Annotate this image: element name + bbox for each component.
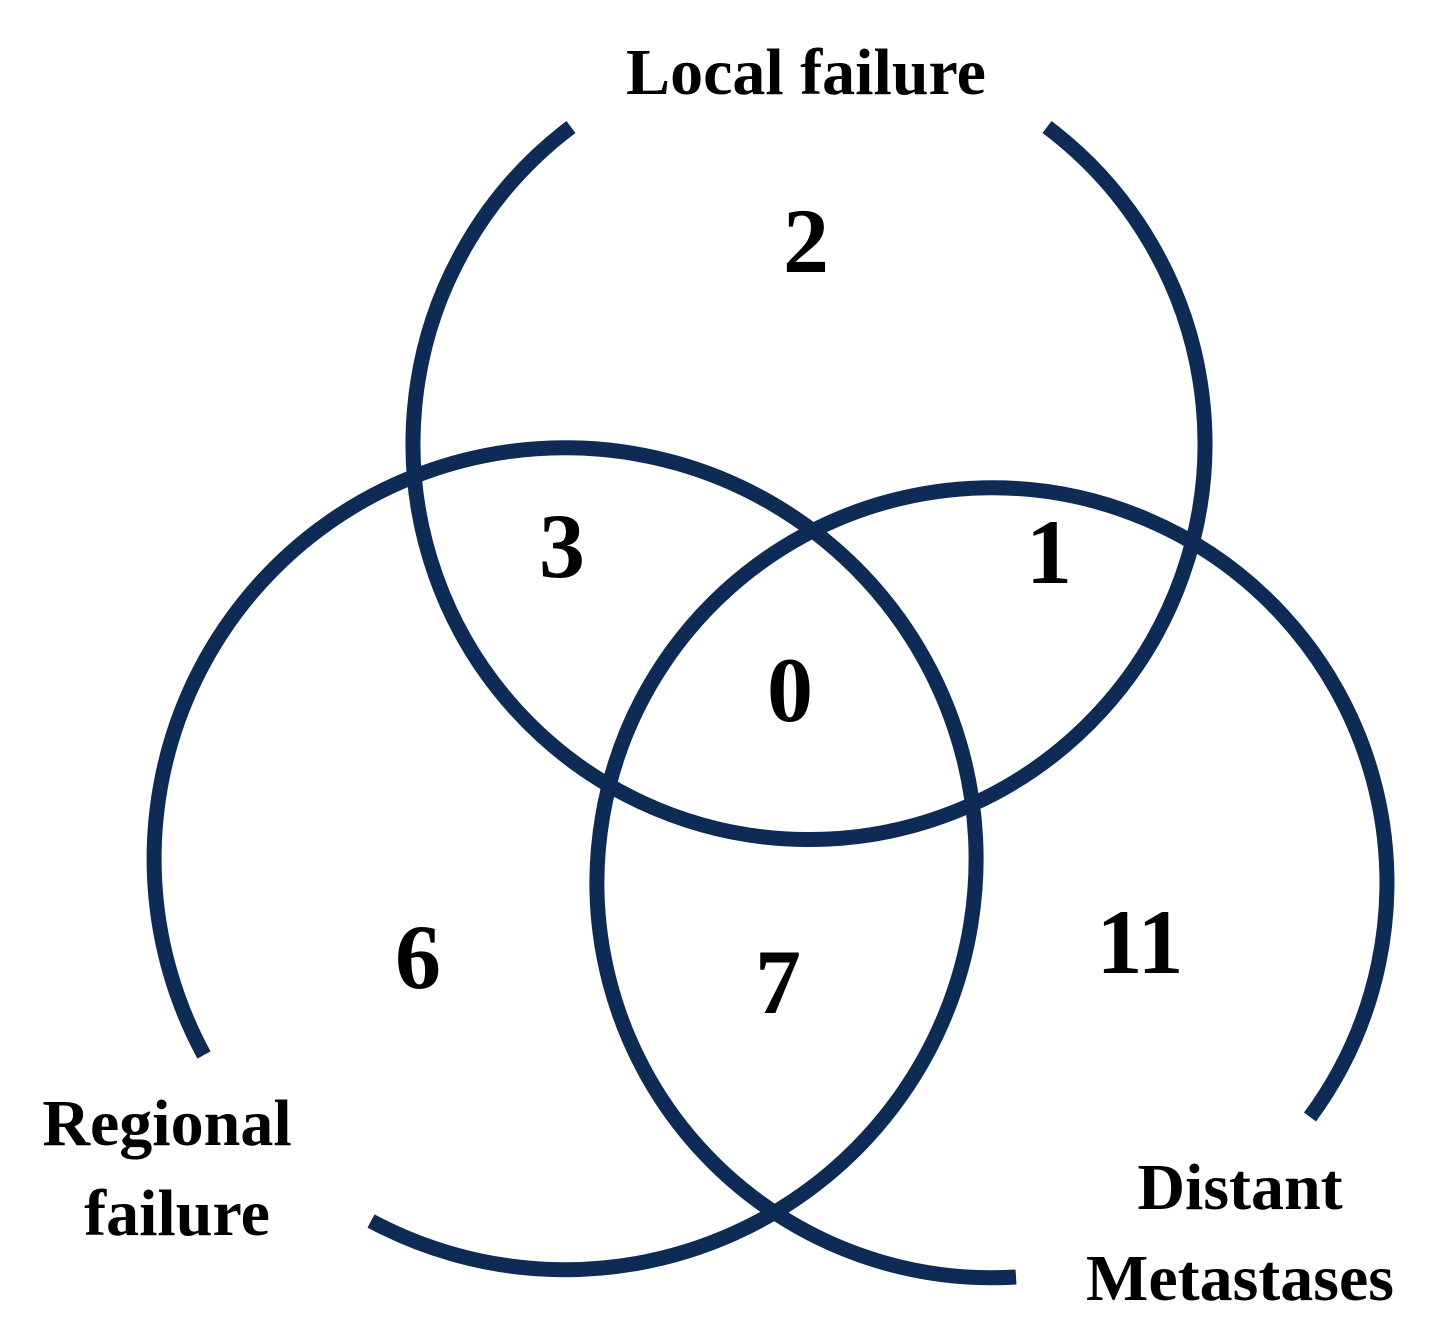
distant-metastases-circle: [589, 480, 1395, 1286]
count-all-three: 0: [767, 639, 813, 741]
distant-metastases-label-line2: Metastases: [1086, 1242, 1394, 1315]
count-distant-only: 11: [1097, 891, 1184, 993]
local-failure-circle: [405, 121, 1213, 847]
count-regional-only: 6: [395, 906, 441, 1008]
count-regional-distant: 7: [755, 931, 801, 1033]
count-local-only: 2: [783, 190, 829, 292]
regional-failure-label-line2: failure: [84, 1177, 270, 1250]
count-local-regional: 3: [539, 495, 585, 597]
distant-metastases-label-line1: Distant: [1137, 1151, 1342, 1224]
regional-failure-circle: [146, 440, 984, 1278]
count-local-distant: 1: [1026, 501, 1072, 603]
local-failure-label: Local failure: [626, 36, 986, 109]
regional-failure-label-line1: Regional: [42, 1087, 291, 1160]
